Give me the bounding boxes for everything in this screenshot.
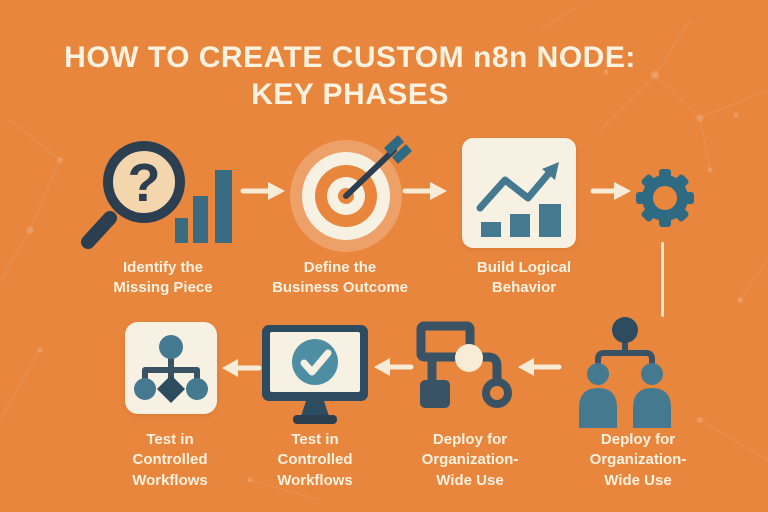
workflow-circle-node bbox=[455, 344, 483, 372]
org-person-right bbox=[633, 363, 671, 428]
magnifier-question-bars-icon: ? bbox=[80, 130, 240, 249]
page-title-line1: HOW TO CREATE CUSTOM n8n NODE: bbox=[64, 41, 636, 74]
magnifier-lens bbox=[103, 141, 185, 223]
monitor-checkmark-icon bbox=[260, 323, 372, 425]
bar-small bbox=[175, 218, 188, 243]
bar-medium bbox=[193, 196, 208, 243]
tree-diamond-node bbox=[157, 375, 185, 403]
tree-root-node bbox=[159, 335, 183, 359]
trend-line bbox=[476, 168, 554, 212]
arrow-left-icon bbox=[222, 359, 262, 377]
org-root-node bbox=[612, 317, 638, 343]
workflow-nodes-icon bbox=[410, 318, 515, 413]
bar-large bbox=[215, 170, 232, 243]
phase-label-deploy-1: Deploy for Organization-Wide Use bbox=[421, 431, 519, 489]
arrow-left-icon bbox=[374, 358, 414, 376]
trend-arrowhead bbox=[542, 162, 559, 180]
gear-icon bbox=[632, 165, 698, 231]
checkmark bbox=[300, 349, 332, 376]
magnifier-handle bbox=[81, 211, 117, 249]
vertical-connector-line bbox=[661, 242, 664, 317]
page-title: HOW TO CREATE CUSTOM n8n NODE: KEY PHASE… bbox=[0, 40, 700, 114]
phase-label-identify: Identify the Missing Piece bbox=[113, 259, 213, 297]
target-arrow-icon bbox=[288, 135, 412, 254]
bar-large bbox=[539, 204, 561, 237]
org-connectors bbox=[595, 339, 655, 365]
workflow-square-node bbox=[420, 380, 450, 408]
tree-connectors bbox=[142, 353, 200, 385]
gear-hole bbox=[653, 186, 677, 210]
tree-left-node bbox=[134, 378, 156, 400]
phase-label-define: Define the Business Outcome bbox=[272, 259, 408, 297]
arrow-right-icon bbox=[402, 182, 447, 200]
flowchart-tree-card-icon bbox=[125, 322, 217, 414]
phase-label-build: Build Logical Behavior bbox=[476, 259, 572, 297]
monitor-stand bbox=[301, 401, 329, 416]
bar-medium bbox=[510, 214, 530, 237]
workflow-box bbox=[416, 321, 475, 362]
monitor-base bbox=[293, 415, 337, 424]
arrow-right-icon bbox=[240, 182, 285, 200]
org-person-left bbox=[579, 363, 617, 428]
phase-label-test-2: Test in Controlled Workflows bbox=[277, 431, 353, 489]
arrow-left-icon bbox=[518, 358, 562, 376]
phase-label-test-1: Test in Controlled Workflows bbox=[132, 431, 208, 489]
phase-label-deploy-2: Deploy for Organization-Wide Use bbox=[589, 431, 687, 489]
arrow-right-icon bbox=[590, 182, 631, 200]
bar-small bbox=[481, 222, 501, 237]
growth-chart-card-icon bbox=[462, 138, 576, 248]
check-circle bbox=[292, 339, 338, 385]
org-chart-people-icon bbox=[575, 315, 685, 430]
workflow-link-right bbox=[467, 352, 502, 382]
question-mark: ? bbox=[128, 153, 161, 213]
dart-shaft bbox=[343, 147, 397, 199]
dart-fletching bbox=[384, 135, 412, 164]
page-title-line2: KEY PHASES bbox=[251, 77, 449, 111]
workflow-ring-node bbox=[482, 378, 512, 408]
tree-right-node bbox=[186, 378, 208, 400]
